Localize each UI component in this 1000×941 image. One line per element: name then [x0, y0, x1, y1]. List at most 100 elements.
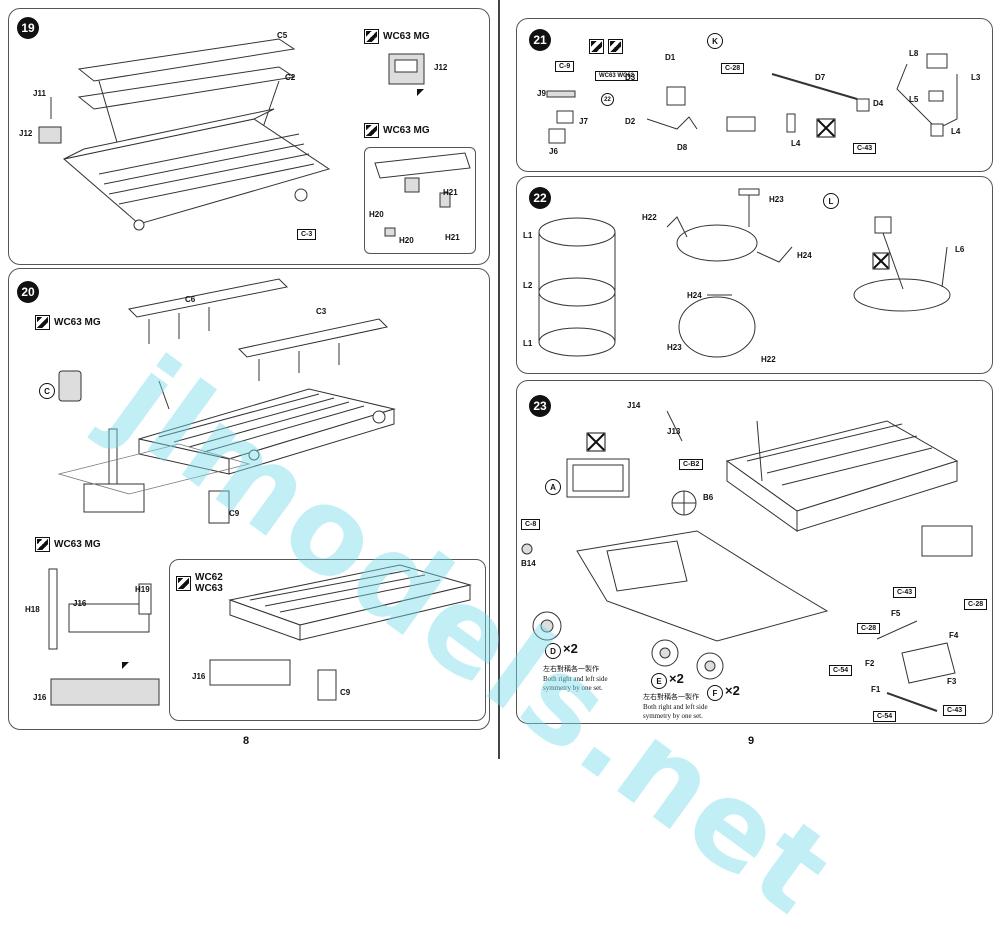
mg-variant-tag: WC63 MG	[35, 315, 101, 330]
ref-box: C-8	[521, 519, 541, 530]
wc-variant-tag: WC62 WC63	[176, 572, 223, 594]
mg-variant-tag: WC63 MG	[364, 123, 430, 138]
ref-box: C-43	[853, 143, 877, 154]
step-22-panel: 22 L L1 L2 L1 H22 H23 H24 H24 H23 H22 L6	[516, 176, 993, 374]
wc-variant-inset: WC62 WC63 J16 C9	[169, 559, 486, 721]
variant-plate-box: WC63 WC62	[595, 71, 639, 81]
part-label: H21	[445, 233, 460, 242]
ref-box: C-28	[857, 623, 881, 634]
canvas-hoop-drawing	[538, 188, 951, 358]
variant-icon	[364, 123, 379, 138]
step-23-panel: 23 J14 J13 C-B2 B6 C-8 B14 C-43 C-28	[516, 380, 993, 724]
part-label: F4	[949, 631, 959, 640]
ref-box: C-54	[873, 711, 897, 722]
step-20-panel: 20 WC63 MG C C6 C3 C9 WC63 MG	[8, 268, 490, 730]
step-number: 20	[17, 281, 39, 303]
step-number: 21	[529, 29, 551, 51]
page-divider	[498, 0, 500, 759]
page-number-right: 9	[748, 735, 755, 747]
ref-box: C-3	[297, 229, 317, 240]
step-number: 19	[17, 17, 39, 39]
part-label: J16	[192, 672, 206, 681]
part-label: H21	[443, 188, 458, 197]
page-number-left: 8	[243, 735, 250, 747]
note-english-2: symmetry by one set.	[643, 712, 703, 720]
part-label: L6	[955, 245, 965, 254]
part-label: H18	[25, 605, 40, 614]
ref-box: C-28	[721, 63, 745, 74]
part-label: H23	[769, 195, 784, 204]
callout-a: A	[545, 479, 561, 495]
variant-icon	[35, 315, 50, 330]
mg-detail-inset: H21 H20 H20 H21	[364, 147, 476, 254]
part-label: C2	[285, 73, 296, 82]
part-label: D2	[625, 117, 636, 126]
note-chinese: 左右對稱各一製作	[543, 665, 599, 673]
part-label: F5	[891, 609, 901, 618]
part-label: J13	[667, 427, 681, 436]
ref-box: C-54	[829, 665, 853, 676]
part-label: J14	[627, 401, 641, 410]
mg-variant-tag: WC63 MG	[35, 537, 101, 552]
multiplier: ×2	[725, 683, 740, 698]
part-label: L4	[951, 127, 961, 136]
callout-l: L	[823, 193, 839, 209]
mg-variant-tag: WC63 MG	[364, 29, 430, 44]
part-label: D3	[625, 73, 636, 82]
variant-icon	[35, 537, 50, 552]
mg-part-detail	[388, 53, 425, 104]
part-label: H24	[797, 251, 812, 260]
callout-e: E	[651, 673, 667, 689]
ref-box: C-B2	[679, 459, 704, 470]
part-label: J16	[33, 693, 47, 702]
part-label: H22	[642, 213, 657, 222]
ref-box: C-43	[943, 705, 967, 716]
multiplier: ×2	[563, 641, 578, 656]
part-label: L5	[909, 95, 919, 104]
note-english-1: Both right and left side	[543, 675, 608, 683]
part-label: F3	[947, 677, 957, 686]
part-label: D4	[873, 99, 884, 108]
note-english-2: symmetry by one set.	[543, 684, 603, 692]
part-label: L1	[523, 231, 533, 240]
part-label: C9	[229, 509, 240, 518]
part-label: L4	[791, 139, 801, 148]
part-label: F1	[871, 685, 881, 694]
part-label: C9	[340, 688, 351, 697]
part-label: J12	[19, 129, 33, 138]
step-21-panel: 21 K C-9 J9 J7 J6 D1 WC63 WC62 D3 22 D2 …	[516, 18, 993, 172]
part-label: L2	[523, 281, 533, 290]
mg-bottom-parts-drawing	[48, 568, 160, 706]
variant-plate	[589, 39, 623, 54]
part-label: C3	[316, 307, 327, 316]
part-label: L8	[909, 49, 919, 58]
callout-k: K	[707, 33, 723, 49]
part-label: J16	[73, 599, 87, 608]
part-label: J6	[549, 147, 558, 156]
multiplier: ×2	[669, 671, 684, 686]
part-label: B14	[521, 559, 536, 568]
note-english-1: Both right and left side	[643, 703, 708, 711]
wc-bed-drawing	[209, 564, 472, 701]
callout-d: D	[545, 643, 561, 659]
truck-final-assembly-drawing	[521, 410, 973, 712]
part-label: J12	[434, 63, 448, 72]
callout-c: C	[39, 383, 55, 399]
part-label: C6	[185, 295, 196, 304]
part-label: B6	[703, 493, 714, 502]
variant-icon	[589, 39, 604, 54]
part-label: J11	[33, 89, 46, 98]
part-label: H23	[667, 343, 682, 352]
step-19-panel: 19 C5 C2 J11 J12 C-3 WC63 MG J12 WC63 MG	[8, 8, 490, 265]
part-label: H20	[369, 210, 384, 219]
step-number: 22	[529, 187, 551, 209]
parts-detail-drawing	[546, 53, 958, 144]
part-label: J7	[579, 117, 588, 126]
part-label: J9	[537, 89, 546, 98]
truck-bed-drawing	[38, 38, 331, 231]
variant-icon	[176, 575, 191, 591]
ref-box: C-43	[893, 587, 917, 598]
variant-icon	[364, 29, 379, 44]
part-label: H19	[135, 585, 150, 594]
part-label: L1	[523, 339, 533, 348]
